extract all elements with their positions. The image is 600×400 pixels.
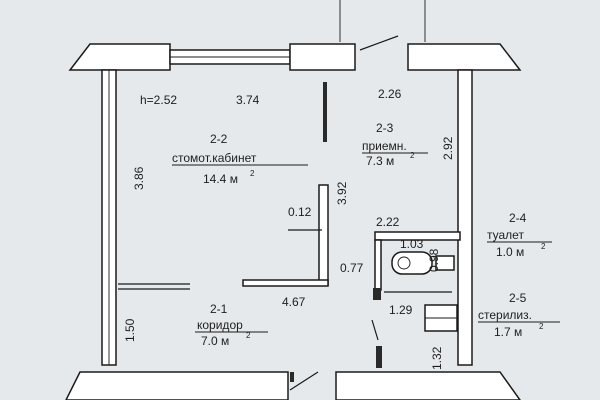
- room-area-sup: 2: [250, 169, 255, 178]
- room-area: 1.0 м: [496, 245, 524, 259]
- dim-toilet-inner: 1.03: [400, 237, 424, 251]
- entrance-door: [359, 35, 399, 51]
- room-area-sup: 2: [541, 242, 546, 251]
- dim-steril-depth: 1.32: [430, 346, 444, 370]
- room-area-sup: 2: [410, 151, 415, 160]
- steril-door: [371, 319, 379, 341]
- dim-corridor-gap: 0.77: [340, 261, 364, 275]
- room-number: 2-3: [376, 121, 394, 135]
- room-number: 2-5: [509, 291, 527, 305]
- room-area: 1.7 м: [494, 325, 522, 339]
- wall-bottom-left: [65, 371, 289, 400]
- room-area: 7.3 м: [366, 154, 394, 168]
- dim-top-left: 3.74: [236, 93, 260, 107]
- room-area: 7.0 м: [201, 334, 229, 348]
- toilet-wall-left: [374, 239, 382, 291]
- room-name: туалет: [487, 228, 524, 242]
- bottom-tick: [290, 372, 294, 382]
- wall-top-middle: [289, 43, 356, 71]
- toilet-bowl: [397, 256, 411, 270]
- partition-top: [323, 82, 327, 142]
- dim-toilet-width: 2.22: [376, 215, 400, 229]
- sink-fixture: [435, 255, 455, 271]
- room-area-sup: 2: [246, 331, 251, 340]
- dim-bottom-left: 1.50: [123, 318, 137, 342]
- partition-horizontal: [242, 279, 329, 287]
- room-name: приемн.: [362, 139, 407, 153]
- dim-toilet-depth: 0.98: [427, 248, 441, 272]
- partition-vertical: [318, 184, 329, 286]
- dim-top-right: 2.26: [378, 87, 402, 101]
- bottom-door: [289, 371, 319, 391]
- room-area-sup: 2: [539, 322, 544, 331]
- room-name: стерилиз.: [478, 308, 532, 322]
- room-number: 2-4: [509, 211, 527, 225]
- toilet-door: [373, 288, 381, 300]
- room-name: стомот.кабинет: [172, 151, 257, 165]
- room-name: коридор: [197, 318, 243, 332]
- room-number: 2-1: [210, 302, 228, 316]
- ceiling-height: h=2.52: [140, 93, 177, 107]
- steril-door-stop: [376, 346, 382, 368]
- toilet-wall-top: [374, 231, 461, 241]
- dim-steril-width: 1.29: [389, 303, 413, 317]
- dim-left-height: 3.86: [132, 166, 146, 190]
- dim-partition-height: 3.92: [335, 181, 349, 205]
- wall-right: [457, 69, 473, 366]
- room-number: 2-2: [210, 132, 228, 146]
- room-area: 14.4 м: [203, 172, 238, 186]
- dim-right-height: 2.92: [441, 136, 455, 160]
- dim-corridor-length: 4.67: [282, 295, 306, 309]
- wall-top-right: [407, 43, 522, 71]
- wall-bottom-right: [335, 371, 521, 400]
- dim-partition-thickness: 0.12: [288, 205, 312, 219]
- wall-top-left: [68, 43, 171, 71]
